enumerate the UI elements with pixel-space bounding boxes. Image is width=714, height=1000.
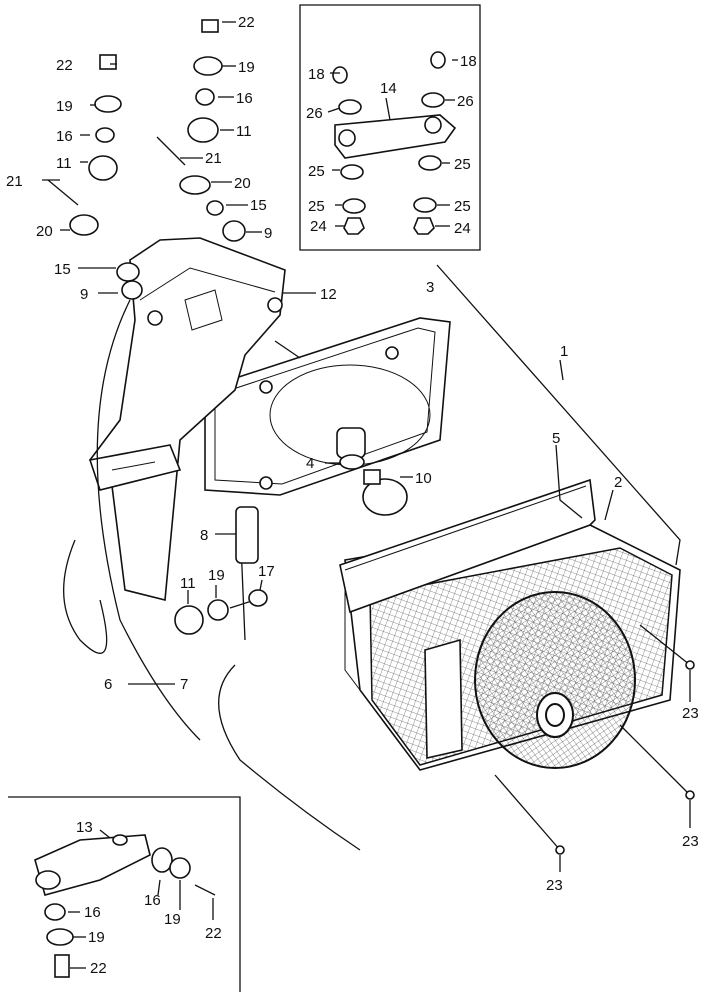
label-20: 20 [36,223,53,240]
inset-box-bottom [8,796,241,992]
headlight-bracket [88,237,286,602]
hardware-middle [174,589,268,635]
label-19: 19 [238,59,255,76]
label-10: 10 [415,470,432,487]
label-23: 23 [682,833,699,850]
label-4: 4 [306,455,314,472]
label-25: 25 [454,156,471,173]
label-8: 8 [200,527,208,544]
label-16: 16 [144,892,161,909]
label-16: 16 [84,904,101,921]
label-11: 11 [56,155,72,172]
label-22: 22 [205,925,222,942]
hardware-inset-bottom [34,834,216,978]
hardware-inset-top [332,51,457,235]
label-26: 26 [457,93,474,110]
cable-6 [96,299,201,741]
label-11: 11 [180,575,196,592]
label-1: 1 [560,343,568,360]
label-15: 15 [54,261,71,278]
label-15: 15 [250,197,267,214]
headlight-case [344,519,681,771]
label-5: 5 [552,430,560,447]
label-25: 25 [454,198,471,215]
label-7: 7 [180,676,188,693]
bulb-socket [336,427,366,470]
label-6: 6 [104,676,112,693]
label-25: 25 [308,198,325,215]
headlight-rim [204,317,451,496]
label-11: 11 [236,123,252,140]
label-24: 24 [454,220,471,237]
label-13: 13 [76,819,93,836]
label-23: 23 [546,877,563,894]
label-16: 16 [236,90,253,107]
label-22: 22 [238,14,255,31]
label-20: 20 [234,175,251,192]
bulb [362,469,408,516]
label-26: 26 [306,105,323,122]
label-9: 9 [264,225,272,242]
bolt-23-mid [619,724,691,796]
label-9: 9 [80,286,88,303]
label-19: 19 [164,911,181,928]
label-22: 22 [56,57,73,74]
label-12: 12 [320,286,337,303]
label-23: 23 [682,705,699,722]
label-3: 3 [426,279,434,296]
part-labels: 22 22 19 19 16 16 11 11 21 21 20 20 15 1… [6,14,699,977]
label-19: 19 [56,98,73,115]
label-24: 24 [310,218,327,235]
label-18: 18 [460,53,477,70]
label-17: 17 [258,563,275,580]
label-19: 19 [88,929,105,946]
hardware-top-left [47,19,246,300]
inset-box-top [299,4,481,251]
label-16: 16 [56,128,73,145]
label-14: 14 [380,80,397,97]
leader-1 [436,264,681,566]
bolt-23-bottom [494,774,561,851]
label-21: 21 [6,173,23,190]
label-21: 21 [205,150,222,167]
leader-lines [42,21,691,969]
label-25: 25 [308,163,325,180]
bolt-23-right [639,624,691,666]
rubber-sleeve [235,506,259,564]
headlight-gasket [339,478,596,614]
label-19: 19 [208,567,225,584]
label-2: 2 [614,474,622,491]
label-22: 22 [90,960,107,977]
cable-7 [218,664,361,851]
label-18: 18 [308,66,325,83]
